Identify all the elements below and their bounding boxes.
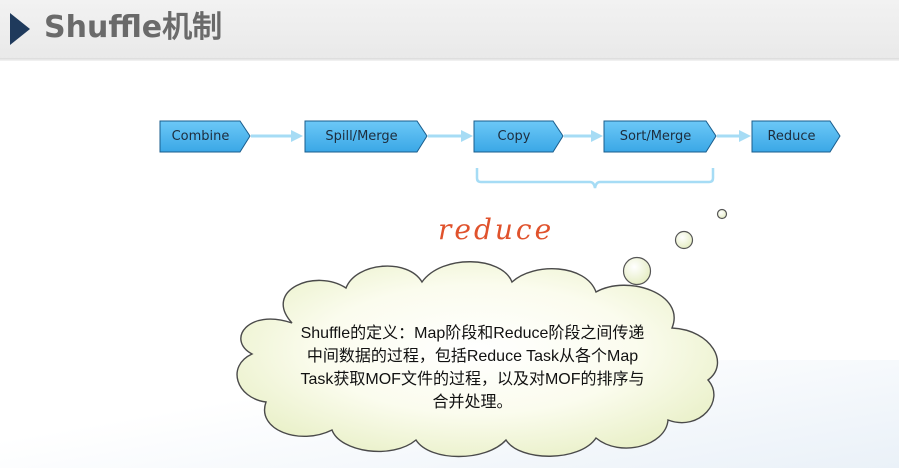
title-bar-divider: [0, 58, 899, 61]
step-sort-merge: Sort/Merge: [619, 129, 692, 144]
slide-title: Shuffle机制: [44, 10, 223, 45]
thought-bubble-large: [622, 256, 652, 286]
shuffle-definition-text: Shuffle的定义：Map阶段和Reduce阶段之间传递中间数据的过程，包括R…: [300, 325, 645, 411]
arrow-combine-to-spill: [251, 130, 303, 142]
step-reduce: Reduce: [767, 129, 816, 144]
thought-cloud: [236, 208, 728, 458]
flow-step-shapes: [159, 120, 841, 153]
thought-bubble-small: [716, 208, 728, 220]
step-shape-copy: [473, 120, 564, 153]
flow-arrows: [251, 130, 751, 142]
arrow-sort-to-reduce: [717, 130, 751, 142]
step-shape-combine: [159, 120, 251, 153]
title-bar-background: [0, 0, 899, 60]
step-spill-merge: Spill/Merge: [325, 129, 398, 144]
handwritten-annotation: reduce: [438, 213, 555, 246]
step-shape-spill-merge: [304, 120, 428, 153]
step-shape-reduce: [751, 120, 841, 153]
title-triangle-icon: [10, 13, 30, 45]
arrow-copy-to-sort: [564, 130, 603, 142]
cloud-body: [236, 261, 719, 458]
step-shape-sort-merge: [603, 120, 717, 153]
arrow-spill-to-copy: [428, 130, 473, 142]
thought-bubble-medium: [674, 230, 694, 250]
step-copy: Copy: [497, 129, 531, 144]
step-combine: Combine: [171, 129, 230, 144]
reduce-phase-bracket: [475, 168, 715, 189]
